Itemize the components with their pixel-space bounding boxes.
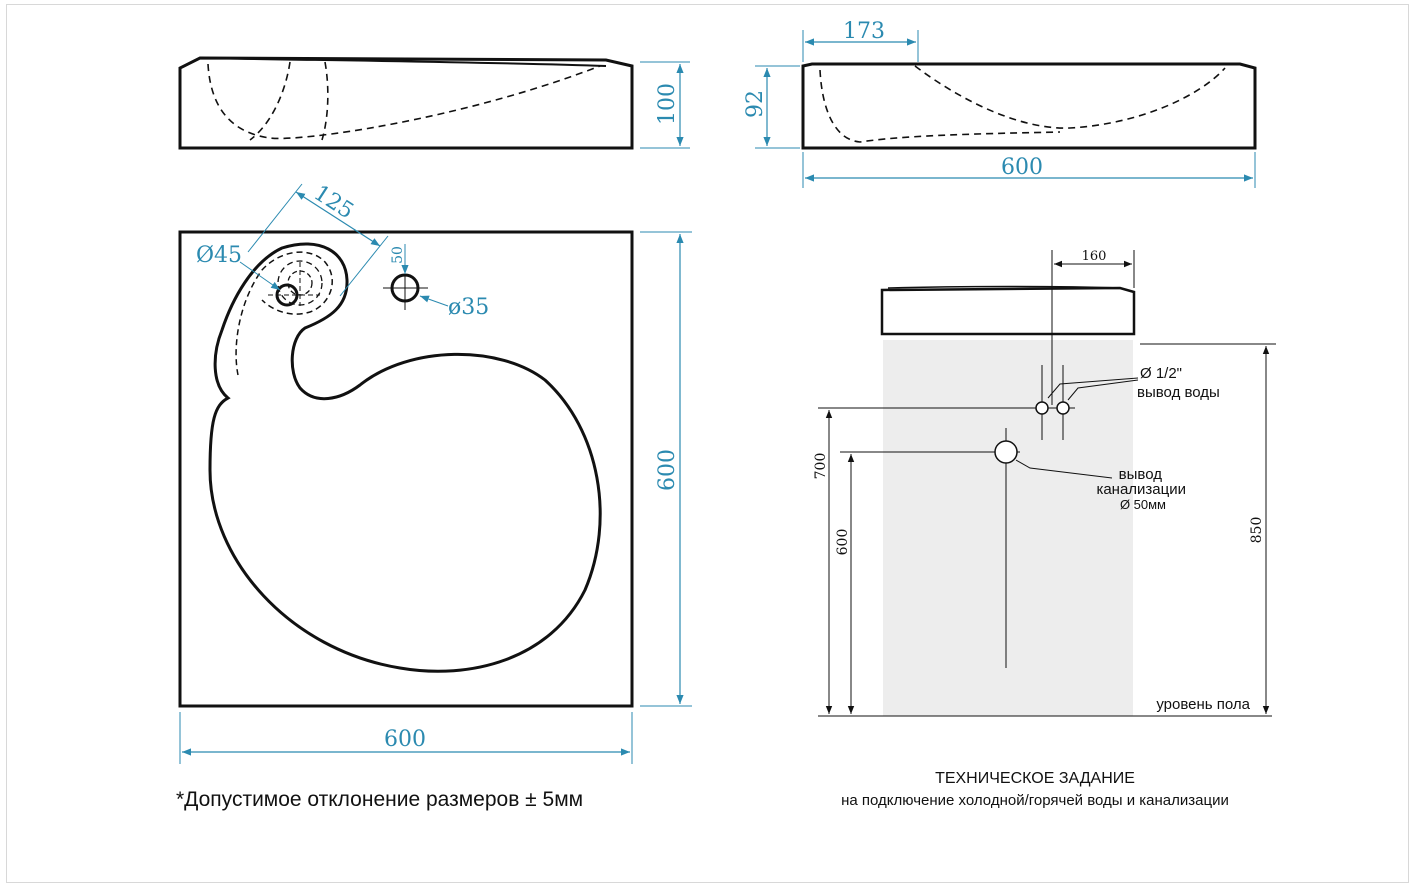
- install-height-600: 600: [835, 529, 851, 556]
- side-view-right-bowl-hidden: [914, 65, 1226, 129]
- install-height-850: 850: [1249, 517, 1265, 544]
- plan-tap-hole-label: ø35: [448, 295, 489, 320]
- install-water-outlet-label: вывод воды: [1137, 384, 1220, 401]
- plan-soap-pocket-hidden: [235, 251, 333, 376]
- install-hot-water-outlet: [1056, 401, 1070, 415]
- page-frame: [6, 4, 1409, 883]
- tech-task-title: ТЕХНИЧЕСКОЕ ЗАДАНИЕ: [935, 770, 1135, 787]
- tolerance-note: *Допустимое отклонение размеров ± 5мм: [176, 788, 583, 811]
- install-pipe-label: Ø 1/2": [1140, 365, 1182, 382]
- plan-tap-offset-label: 50: [390, 246, 406, 264]
- install-view: 160 Ø 1/2" вывод воды вывод канализации …: [813, 249, 1276, 717]
- side-right-offset-label: 173: [843, 19, 885, 44]
- install-drain-diameter: Ø 50мм: [1120, 497, 1166, 512]
- tech-task-subtitle: на подключение холодной/горячей воды и к…: [841, 792, 1229, 809]
- side-view-right-body: [801, 62, 1257, 150]
- side-view-left-cup-hidden: [249, 61, 329, 141]
- install-drain-outlet: [994, 440, 1018, 464]
- install-offset-label: 160: [1082, 249, 1107, 264]
- install-height-700: 700: [813, 453, 829, 480]
- install-wall-area: [883, 340, 1133, 716]
- side-right-height-label: 92: [743, 90, 768, 118]
- install-basin-side: [880, 286, 1136, 336]
- plan-bowl-spiral: [208, 242, 602, 673]
- side-view-left-bowl-hidden: [207, 63, 601, 140]
- plan-height-label: 600: [655, 449, 680, 491]
- plan-view: 125 Ø45 50 ø35 600 600: [178, 181, 692, 764]
- install-drain-label-1: вывод: [1119, 466, 1163, 483]
- side-right-width-label: 600: [1001, 155, 1043, 180]
- install-cold-water-outlet: [1035, 401, 1049, 415]
- side-view-right: 173 92 600: [743, 19, 1257, 188]
- plan-angle-label: 125: [309, 181, 358, 225]
- side-view-left-rim: [199, 57, 607, 67]
- side-view-left: 100: [178, 56, 690, 150]
- install-drain-label-2: канализации: [1096, 481, 1186, 498]
- side-view-left-body: [178, 56, 634, 150]
- plan-outline: [178, 230, 634, 708]
- plan-width-label: 600: [384, 727, 426, 752]
- side-view-right-inner-hidden: [819, 69, 1061, 143]
- install-floor-label: уровень пола: [1156, 696, 1250, 713]
- side-left-height-label: 100: [655, 83, 680, 125]
- plan-soap-hole-label: Ø45: [196, 243, 242, 268]
